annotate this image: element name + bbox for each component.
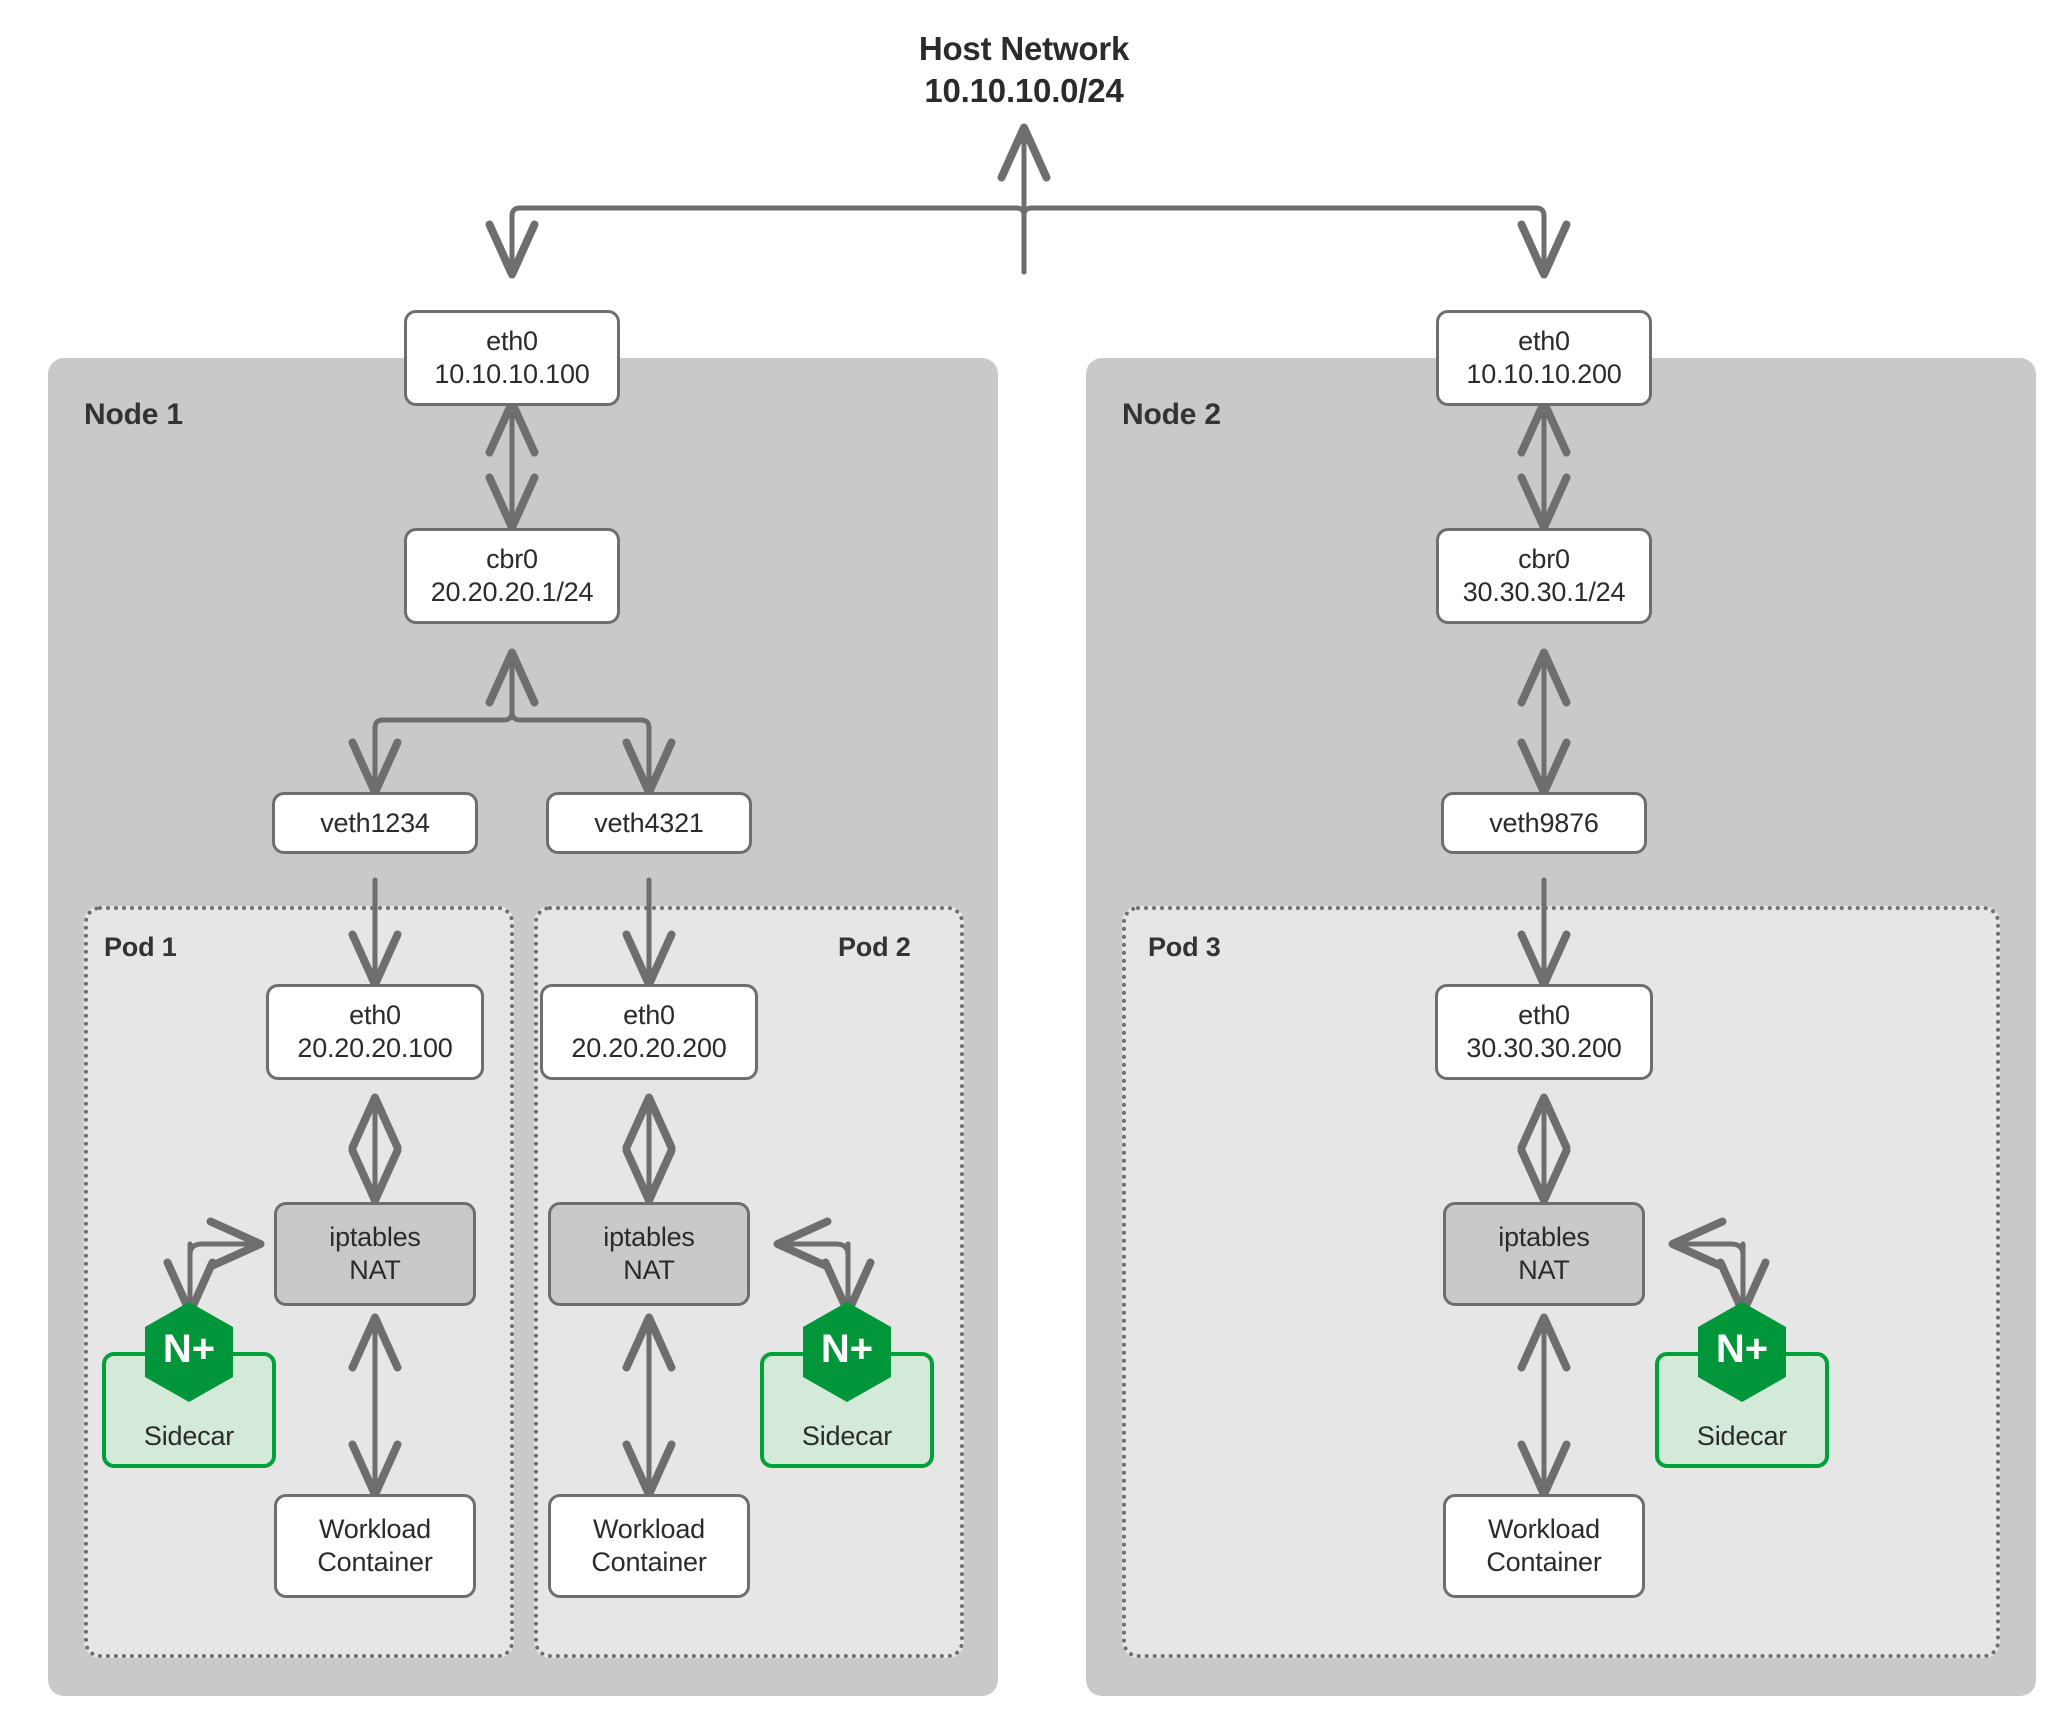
pod-3-iptables-nat-box[interactable]: iptables NAT xyxy=(1443,1202,1645,1306)
pod-1-workload-line1: Workload xyxy=(319,1514,431,1544)
pod-2-eth0-name: eth0 xyxy=(623,1000,675,1030)
pod-1-eth0-address: 20.20.20.100 xyxy=(297,1033,453,1063)
pod-3-eth0-name: eth0 xyxy=(1518,1000,1570,1030)
pod-3-label: Pod 3 xyxy=(1148,932,1221,962)
pod-1-nginx-plus-hex-icon: N+ xyxy=(142,1300,236,1404)
node-2-label: Node 2 xyxy=(1122,398,1221,431)
pod-1-eth0-box[interactable]: eth0 20.20.20.100 xyxy=(266,984,484,1080)
node-1-cbr0-address: 20.20.20.1/24 xyxy=(430,577,594,607)
node-1-veth4321-label: veth4321 xyxy=(594,807,704,838)
node-2-eth0-address: 10.10.10.200 xyxy=(1466,359,1622,389)
pod-2-nginx-plus-hex-icon: N+ xyxy=(800,1300,894,1404)
pod-3-nat-label: NAT xyxy=(1518,1255,1570,1285)
pod-3-workload-line2: Container xyxy=(1486,1547,1602,1577)
pod-3-workload-line1: Workload xyxy=(1488,1514,1600,1544)
pod-2-iptables-nat-box[interactable]: iptables NAT xyxy=(548,1202,750,1306)
node-2-veth9876-box[interactable]: veth9876 xyxy=(1441,792,1647,854)
node-2-cbr0-name: cbr0 xyxy=(1518,544,1570,574)
pod-1-eth0-name: eth0 xyxy=(349,1000,401,1030)
node-1-veth1234-label: veth1234 xyxy=(320,807,430,838)
host-network-title-line1: Host Network xyxy=(918,30,1130,67)
pod-3-eth0-box[interactable]: eth0 30.30.30.200 xyxy=(1435,984,1653,1080)
node-2-cbr0-address: 30.30.30.1/24 xyxy=(1462,577,1626,607)
pod-1-nat-label: NAT xyxy=(349,1255,401,1285)
pod-2-eth0-box[interactable]: eth0 20.20.20.200 xyxy=(540,984,758,1080)
pod-2-sidecar-label: Sidecar xyxy=(801,1421,893,1451)
pod-1-label: Pod 1 xyxy=(104,932,177,962)
pod-3-nginx-plus-hex-icon: N+ xyxy=(1695,1300,1789,1404)
pod-1-workload-line2: Container xyxy=(317,1547,433,1577)
svg-text:N+: N+ xyxy=(1716,1327,1768,1371)
pod-1-iptables-nat-box[interactable]: iptables NAT xyxy=(274,1202,476,1306)
pod-2-label: Pod 2 xyxy=(838,932,911,962)
node-1-cbr0-name: cbr0 xyxy=(486,544,538,574)
svg-text:N+: N+ xyxy=(821,1327,873,1371)
pod-3-iptables-label: iptables xyxy=(1498,1222,1590,1252)
pod-3-eth0-address: 30.30.30.200 xyxy=(1466,1033,1622,1063)
pod-1-sidecar-label: Sidecar xyxy=(143,1421,235,1451)
node-1-eth0-box[interactable]: eth0 10.10.10.100 xyxy=(404,310,620,406)
pod-2-workload-line1: Workload xyxy=(593,1514,705,1544)
host-network-title-line2: 10.10.10.0/24 xyxy=(924,72,1124,109)
node-2-eth0-box[interactable]: eth0 10.10.10.200 xyxy=(1436,310,1652,406)
node-1-veth1234-box[interactable]: veth1234 xyxy=(272,792,478,854)
node-1-cbr0-box[interactable]: cbr0 20.20.20.1/24 xyxy=(404,528,620,624)
node-2-eth0-name: eth0 xyxy=(1518,326,1570,356)
host-network-title: Host Network 10.10.10.0/24 xyxy=(724,28,1324,112)
pod-2-eth0-address: 20.20.20.200 xyxy=(571,1033,727,1063)
pod-1-workload-container-box[interactable]: Workload Container xyxy=(274,1494,476,1598)
node-1-eth0-address: 10.10.10.100 xyxy=(434,359,590,389)
pod-1-sidecar-box[interactable]: Sidecar xyxy=(102,1352,276,1468)
node-2-cbr0-box[interactable]: cbr0 30.30.30.1/24 xyxy=(1436,528,1652,624)
node-1-label: Node 1 xyxy=(84,398,183,431)
node-1-veth4321-box[interactable]: veth4321 xyxy=(546,792,752,854)
node-1-eth0-name: eth0 xyxy=(486,326,538,356)
pod-2-workload-container-box[interactable]: Workload Container xyxy=(548,1494,750,1598)
svg-text:N+: N+ xyxy=(163,1327,215,1371)
pod-3-workload-container-box[interactable]: Workload Container xyxy=(1443,1494,1645,1598)
pod-2-workload-line2: Container xyxy=(591,1547,707,1577)
pod-1-iptables-label: iptables xyxy=(329,1222,421,1252)
pod-2-iptables-label: iptables xyxy=(603,1222,695,1252)
node-2-veth9876-label: veth9876 xyxy=(1489,807,1599,838)
pod-3-sidecar-label: Sidecar xyxy=(1696,1421,1788,1451)
pod-2-nat-label: NAT xyxy=(623,1255,675,1285)
